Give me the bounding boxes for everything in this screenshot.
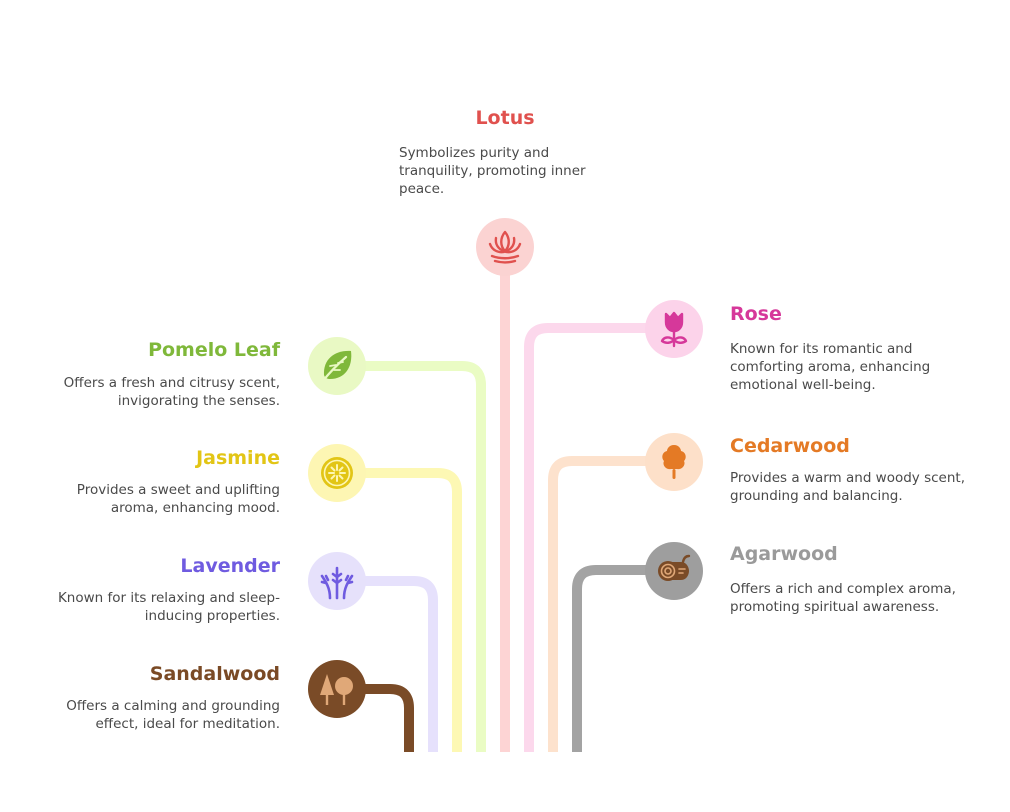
rose-description: Known for its romantic and comforting ar…	[730, 341, 931, 393]
agarwood-title: Agarwood	[730, 543, 838, 565]
citrus-slice-icon	[321, 457, 353, 489]
cedarwood-icon-circle	[645, 433, 703, 491]
lavender-icon-circle	[308, 552, 366, 610]
log-icon	[658, 554, 691, 581]
pomelo-leaf-title: Pomelo Leaf	[148, 339, 280, 361]
pomelo-leaf-icon-circle	[308, 337, 366, 395]
pomelo-leaf-description: Offers a fresh and citrusy scent, invigo…	[63, 375, 280, 409]
connector-rose	[524, 323, 650, 752]
tree-icon	[662, 445, 686, 479]
agarwood-icon-circle	[645, 542, 703, 600]
connector-agarwood	[572, 565, 650, 752]
jasmine-title: Jasmine	[196, 447, 280, 469]
connector-sandalwood	[360, 684, 414, 752]
cedarwood-description: Provides a warm and woody scent, groundi…	[730, 470, 965, 504]
trees-icon	[320, 674, 353, 705]
connector-lavender	[360, 576, 438, 752]
sandalwood-title: Sandalwood	[149, 663, 280, 685]
sandalwood-icon-circle	[308, 660, 366, 718]
jasmine-icon-circle	[308, 444, 366, 502]
connector-jasmine	[360, 468, 462, 752]
lotus-description: Symbolizes purity and tranquility, promo…	[399, 145, 586, 197]
lotus-title: Lotus	[475, 107, 535, 129]
sandalwood-description: Offers a calming and grounding effect, i…	[66, 698, 280, 732]
cedarwood-title: Cedarwood	[730, 435, 850, 457]
connector-cedarwood	[548, 456, 650, 752]
lavender-description: Known for its relaxing and sleep-inducin…	[57, 590, 280, 624]
lavender-title: Lavender	[180, 555, 280, 577]
lavender-icon	[320, 566, 354, 600]
connector-pomelo	[360, 361, 486, 752]
agarwood-description: Offers a rich and complex aroma, promoti…	[730, 581, 956, 615]
rose-title: Rose	[730, 303, 782, 325]
jasmine-description: Provides a sweet and uplifting aroma, en…	[76, 482, 280, 516]
rose-icon-circle	[645, 300, 703, 358]
lotus-icon	[488, 230, 522, 264]
leaf-icon	[320, 350, 352, 384]
rose-icon	[660, 311, 688, 348]
lotus-icon-circle	[476, 218, 534, 276]
